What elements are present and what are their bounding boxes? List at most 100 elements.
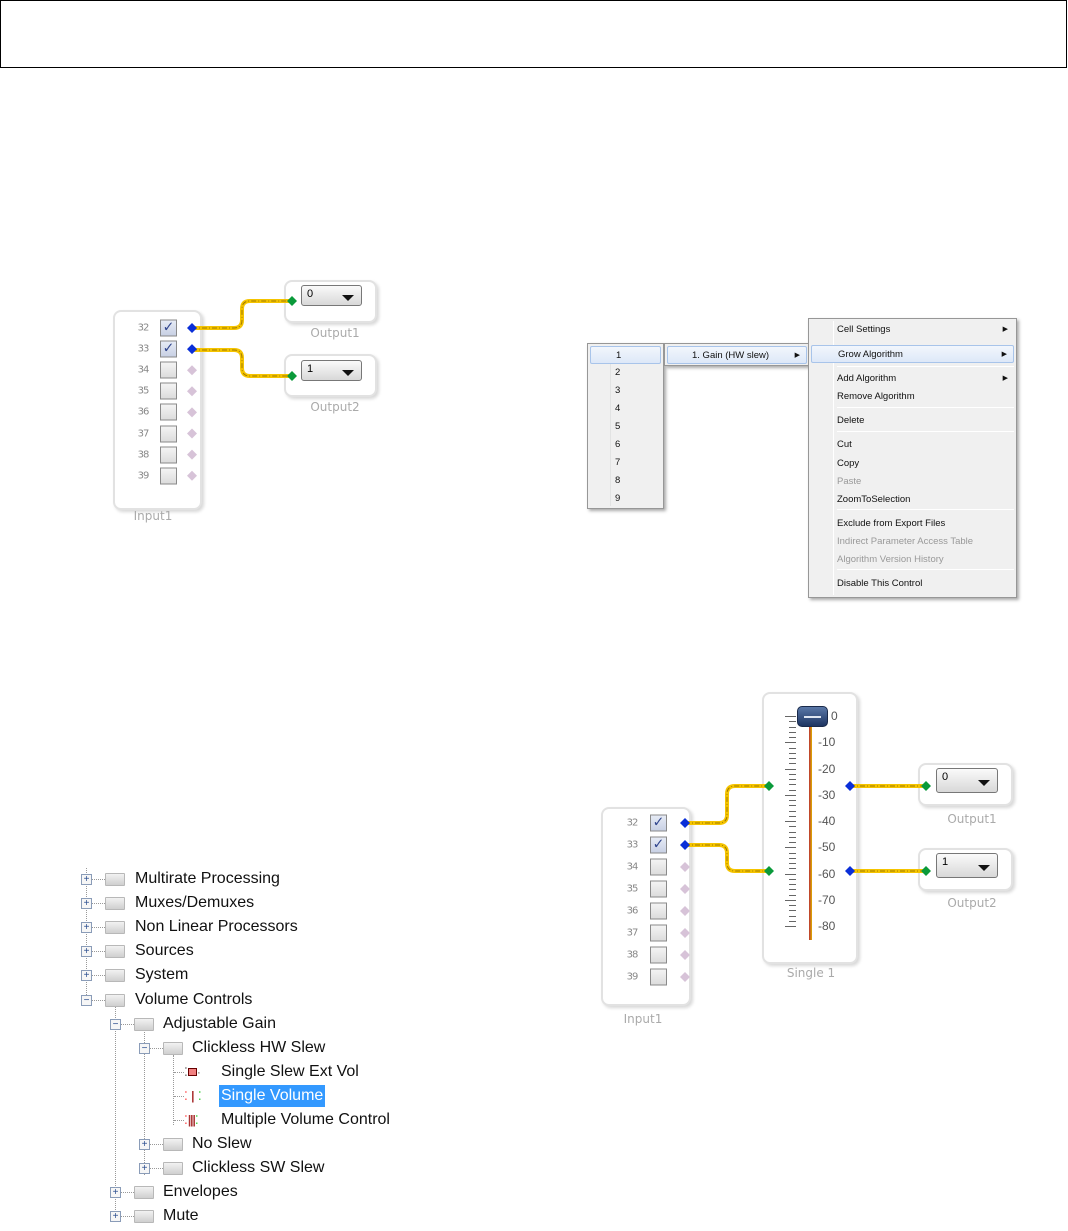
- tree-item-label: Single Slew Ext Vol: [221, 1062, 359, 1080]
- output2-value: 1: [307, 363, 314, 375]
- grow-count-item[interactable]: 9: [590, 490, 661, 508]
- menu-item-exclude-from-export-files[interactable]: Exclude from Export Files: [811, 515, 1014, 533]
- scale-tick: [789, 810, 796, 812]
- expand-icon[interactable]: +: [110, 1211, 121, 1223]
- channel-checkbox[interactable]: [650, 880, 667, 898]
- menu-item-disable-this-control[interactable]: Disable This Control: [811, 575, 1014, 593]
- scale-tick: [789, 831, 796, 833]
- menu-item-add-algorithm[interactable]: Add Algorithm▶: [811, 370, 1014, 388]
- menu-item-paste: Paste: [811, 473, 1014, 491]
- tree-guide-line: [174, 1071, 184, 1073]
- collapse-icon[interactable]: −: [110, 1018, 121, 1030]
- expand-icon[interactable]: +: [110, 1187, 121, 1199]
- check-icon: ✓: [162, 319, 175, 336]
- channel-checkbox[interactable]: ✓: [160, 340, 177, 358]
- output2-dropdown[interactable]: 1: [936, 853, 998, 878]
- tree-item-muxes-demuxes[interactable]: +Muxes/Demuxes: [0, 892, 420, 914]
- tree-item-adjustable-gain[interactable]: −Adjustable Gain: [0, 1013, 420, 1035]
- tree-item-single-slew-ext-vol[interactable]: ⁚·Single Slew Ext Vol: [0, 1061, 420, 1083]
- channel-checkbox[interactable]: [160, 403, 177, 421]
- grow-count-item[interactable]: 2: [590, 364, 661, 382]
- tree-guide-line: [120, 1023, 134, 1025]
- scale-tick: [789, 842, 796, 843]
- tree-guide-line: [174, 1095, 184, 1097]
- grow-count-item[interactable]: 8: [590, 472, 661, 490]
- channel-checkbox[interactable]: [160, 446, 177, 464]
- tree-item-single-volume[interactable]: ⁚ | ⁚Single Volume: [0, 1084, 420, 1107]
- menu-item-cell-settings[interactable]: Cell Settings▶: [811, 321, 1014, 339]
- input1-block[interactable]: [601, 807, 691, 1006]
- tree-item-label: Clickless SW Slew: [192, 1159, 325, 1177]
- tree-item-non-linear-processors[interactable]: +Non Linear Processors: [0, 916, 420, 938]
- tree-item-volume-controls[interactable]: − Volume Controls: [0, 989, 420, 1011]
- wire[interactable]: [192, 299, 292, 330]
- menu-item-label: Delete: [837, 415, 865, 426]
- grow-count-item[interactable]: 7: [590, 454, 661, 472]
- tree-item-no-slew[interactable]: +No Slew: [0, 1133, 420, 1155]
- expand-icon[interactable]: +: [81, 874, 92, 885]
- collapse-icon[interactable]: −: [81, 994, 92, 1006]
- channel-checkbox[interactable]: [160, 425, 177, 442]
- tree-item-mute[interactable]: +Mute: [0, 1205, 420, 1227]
- menu-separator: [837, 407, 1014, 408]
- menu-item-algorithm-version-history: Algorithm Version History: [811, 551, 1014, 569]
- channel-checkbox[interactable]: ✓: [160, 319, 177, 337]
- channel-checkbox[interactable]: [160, 382, 177, 400]
- expand-icon[interactable]: +: [81, 898, 92, 910]
- expand-icon[interactable]: +: [81, 922, 92, 934]
- grow-count-label: 1: [616, 350, 622, 361]
- expand-icon[interactable]: +: [81, 946, 92, 958]
- channel-checkbox[interactable]: [650, 858, 667, 876]
- wire[interactable]: [685, 784, 769, 825]
- tree-item-multirate-processing[interactable]: +Multirate Processing: [0, 868, 420, 890]
- menu-item-grow-algorithm[interactable]: Grow Algorithm▶: [811, 345, 1014, 363]
- tree-item-clickless-hw-slew[interactable]: −Clickless HW Slew: [0, 1037, 420, 1059]
- wire[interactable]: [192, 348, 292, 378]
- menu-item-cut[interactable]: Cut: [811, 436, 1014, 454]
- channel-checkbox[interactable]: [650, 924, 667, 942]
- grow-count-item[interactable]: 6: [590, 436, 661, 454]
- scale-tick: [789, 805, 796, 807]
- grow-count-item[interactable]: 5: [590, 418, 661, 436]
- channel-checkbox[interactable]: [650, 902, 667, 920]
- grow-count-label: 8: [615, 475, 621, 486]
- expand-icon[interactable]: +: [81, 970, 92, 982]
- channel-checkbox[interactable]: ✓: [650, 836, 667, 854]
- grow-count-label: 3: [615, 385, 621, 396]
- output2-value: 1: [942, 856, 949, 868]
- channel-checkbox[interactable]: [650, 968, 667, 986]
- channel-checkbox[interactable]: [650, 946, 667, 964]
- wire[interactable]: [685, 843, 769, 873]
- scale-tick: [789, 894, 796, 896]
- tree-item-clickless-sw-slew[interactable]: + Clickless SW Slew: [0, 1157, 420, 1179]
- scale-tick: [789, 784, 796, 786]
- tree-item-sources[interactable]: +Sources: [0, 940, 420, 962]
- volume-slider-knob[interactable]: [797, 706, 828, 727]
- tree-item-envelopes[interactable]: +Envelopes: [0, 1181, 420, 1203]
- submenu-item-gain-hw-slew[interactable]: 1. Gain (HW slew)▶: [667, 346, 807, 364]
- grow-count-item[interactable]: 3: [590, 382, 661, 400]
- menu-item-zoomtoselection[interactable]: ZoomToSelection: [811, 491, 1014, 509]
- menu-item-delete[interactable]: Delete: [811, 412, 1014, 430]
- tree-item-multiple-volume-control[interactable]: ⁚|||⁚Multiple Volume Control: [0, 1109, 420, 1131]
- output1-dropdown[interactable]: 0: [301, 285, 362, 306]
- channel-checkbox[interactable]: [160, 361, 177, 379]
- scale-tick: [789, 920, 796, 922]
- tree-item-system[interactable]: +System: [0, 964, 420, 986]
- menu-item-remove-algorithm[interactable]: Remove Algorithm: [811, 388, 1014, 406]
- channel-number: 37: [137, 428, 150, 439]
- scale-tick: [789, 731, 796, 733]
- channel-checkbox[interactable]: ✓: [650, 814, 667, 832]
- output2-dropdown[interactable]: 1: [301, 360, 362, 381]
- check-icon: ✓: [162, 340, 175, 357]
- channel-checkbox[interactable]: [160, 467, 177, 485]
- expand-icon[interactable]: +: [139, 1139, 150, 1151]
- input1-block[interactable]: [113, 310, 202, 510]
- collapse-icon[interactable]: −: [139, 1042, 150, 1054]
- output1-dropdown[interactable]: 0: [936, 768, 998, 793]
- expand-icon[interactable]: +: [139, 1163, 150, 1175]
- grow-count-item[interactable]: 1: [590, 346, 661, 364]
- grow-count-item[interactable]: 4: [590, 400, 661, 418]
- menu-item-copy[interactable]: Copy: [811, 455, 1014, 473]
- tree-item-label: Volume Controls: [135, 990, 253, 1008]
